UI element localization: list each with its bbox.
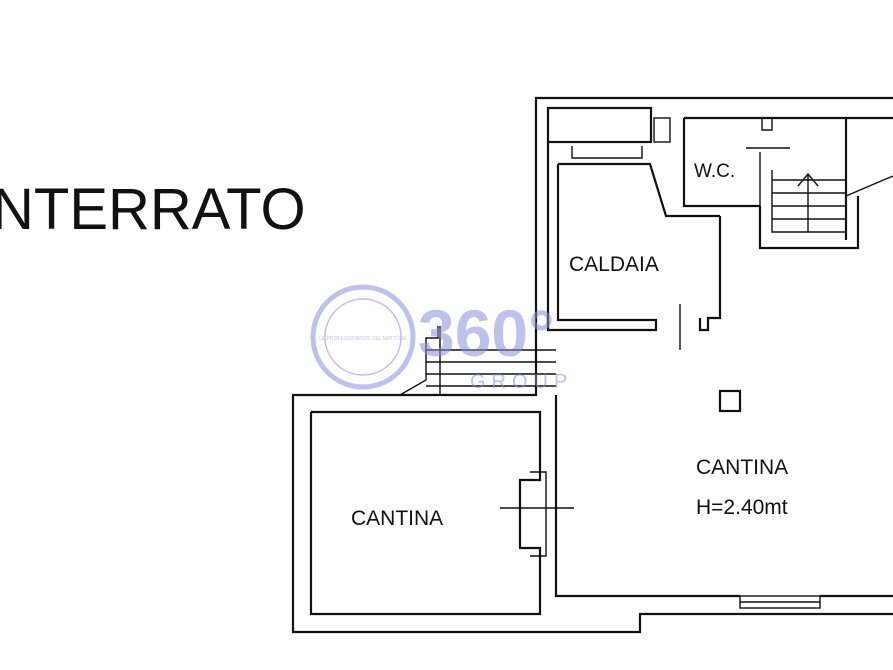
outer-walls [291,96,893,634]
watermark-seal-text: LE PROFESSIONISTE DEL MATTONE [319,336,407,342]
stairs-mid [399,326,556,396]
watermark-sub-text: GROUP [470,371,573,393]
wc-label: W.C. [694,161,735,182]
watermark-seal [310,284,416,390]
pillar [718,389,742,413]
bottom-window [739,595,821,609]
cellar-left-label: CANTINA [351,507,443,530]
watermark-logo: LE PROFESSIONISTE DEL MATTONE 360° GROUP [310,284,573,393]
cellar-height-label: H=2.40mt [696,496,788,519]
cellar-right-label: CANTINA [696,456,788,479]
stairs-top [758,170,893,250]
boiler-label: CALDAIA [569,253,659,276]
cellar-left-room [309,410,574,616]
watermark-logo-text: 360° [418,296,555,370]
top-niche [546,106,720,332]
partition-walls [679,216,722,350]
floor-title: NTERRATO [0,177,306,242]
